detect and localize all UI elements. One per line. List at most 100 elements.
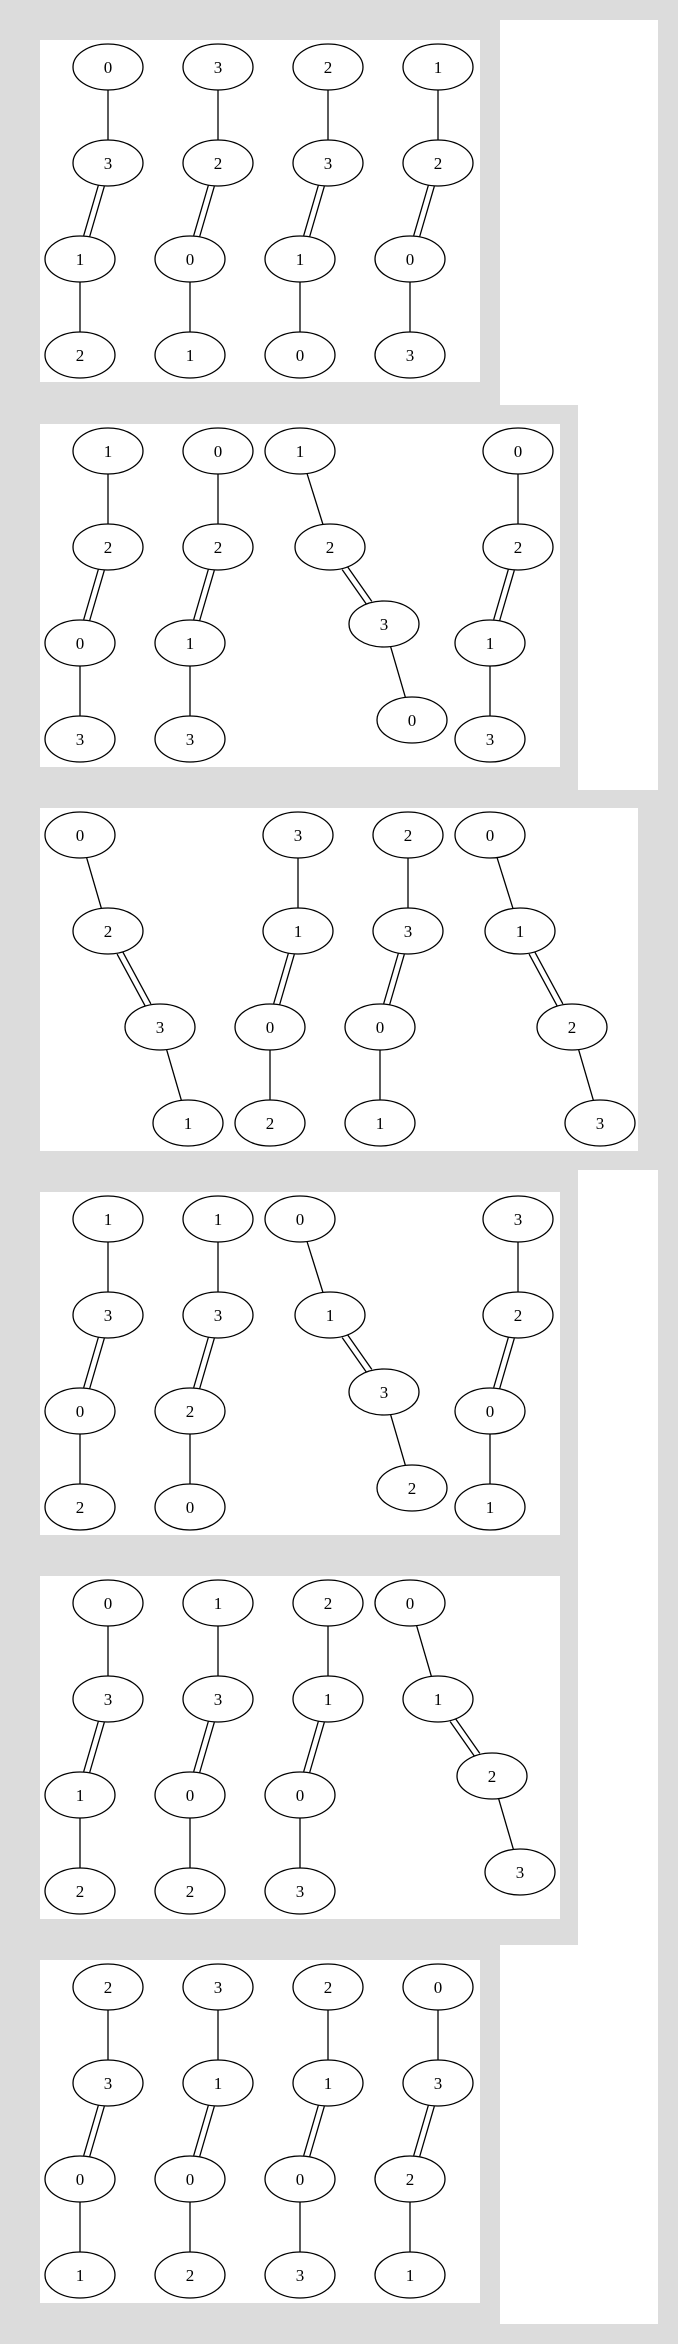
- node-label: 1: [324, 2074, 333, 2093]
- node-ellipse: [154, 619, 226, 667]
- node-ellipse: [72, 907, 144, 955]
- node-label: 1: [104, 442, 113, 461]
- node-ellipse: [152, 1099, 224, 1147]
- node-ellipse: [294, 1291, 366, 1339]
- double-edge-line: [198, 186, 215, 238]
- node-label: 3: [294, 826, 303, 845]
- double-edge-line: [193, 568, 210, 620]
- node-ellipse: [454, 1387, 526, 1435]
- node-ellipse: [374, 1579, 446, 1627]
- node-ellipse: [154, 2251, 226, 2299]
- node-label: 0: [296, 346, 305, 365]
- node-ellipse: [124, 1003, 196, 1051]
- node-label: 2: [324, 1978, 333, 1997]
- double-edge-line: [449, 1721, 476, 1758]
- node-label: 1: [296, 250, 305, 269]
- node-label: 3: [104, 1690, 113, 1709]
- node-label: 2: [514, 538, 523, 557]
- double-edge-line: [193, 1336, 210, 1388]
- double-edge-line: [88, 1722, 105, 1774]
- node-ellipse: [154, 2155, 226, 2203]
- graph: 2 1 0 3: [264, 1579, 364, 1915]
- node-label: 0: [76, 1402, 85, 1421]
- double-edge-line: [83, 184, 100, 236]
- node-label: 0: [486, 1402, 495, 1421]
- node-ellipse: [44, 1483, 116, 1531]
- node-ellipse: [454, 1483, 526, 1531]
- node-ellipse: [234, 1099, 306, 1147]
- panel-background: [40, 808, 638, 1151]
- node-label: 2: [406, 2170, 415, 2189]
- double-edge-line: [273, 952, 290, 1004]
- double-edge-line: [303, 1720, 320, 1772]
- node-label: 2: [324, 58, 333, 77]
- node-ellipse: [456, 1752, 528, 1800]
- node-label: 0: [104, 1594, 113, 1613]
- node-ellipse: [372, 907, 444, 955]
- node-label: 0: [376, 1018, 385, 1037]
- node-label: 1: [76, 250, 85, 269]
- double-edge-line: [116, 953, 147, 1008]
- node-ellipse: [292, 43, 364, 91]
- node-label: 3: [186, 730, 195, 749]
- double-edge-line: [383, 952, 400, 1004]
- node-ellipse: [348, 600, 420, 648]
- node-ellipse: [294, 523, 366, 571]
- node-ellipse: [402, 1675, 474, 1723]
- edge-line: [497, 1798, 515, 1850]
- edge-line: [389, 646, 407, 698]
- node-label: 1: [186, 346, 195, 365]
- node-label: 0: [296, 1786, 305, 1805]
- node-ellipse: [182, 1675, 254, 1723]
- node-ellipse: [154, 1387, 226, 1435]
- node-ellipse: [402, 43, 474, 91]
- double-edge-line: [498, 1338, 515, 1390]
- node-label: 3: [76, 730, 85, 749]
- outer-container: [500, 20, 658, 2324]
- node-ellipse: [536, 1003, 608, 1051]
- panel-background: [40, 1960, 480, 2303]
- node-ellipse: [72, 139, 144, 187]
- node-ellipse: [374, 2155, 446, 2203]
- node-label: 2: [408, 1479, 417, 1498]
- node-label: 2: [104, 1978, 113, 1997]
- node-ellipse: [182, 2059, 254, 2107]
- node-ellipse: [154, 1483, 226, 1531]
- double-edge-line: [88, 1338, 105, 1390]
- node-label: 3: [516, 1863, 525, 1882]
- double-edge-line: [413, 2104, 430, 2156]
- double-edge-line: [198, 2106, 215, 2158]
- node-label: 1: [326, 1306, 335, 1325]
- node-ellipse: [264, 2155, 336, 2203]
- node-ellipse: [372, 811, 444, 859]
- node-label: 2: [488, 1767, 497, 1786]
- node-ellipse: [344, 1099, 416, 1147]
- node-label: 1: [214, 1594, 223, 1613]
- node-label: 3: [296, 1882, 305, 1901]
- double-edge-line: [83, 1336, 100, 1388]
- double-edge-line: [454, 1717, 481, 1754]
- node-label: 0: [104, 58, 113, 77]
- node-ellipse: [44, 331, 116, 379]
- node-ellipse: [154, 235, 226, 283]
- node-label: 1: [486, 634, 495, 653]
- double-edge-line: [413, 184, 430, 236]
- node-label: 0: [76, 826, 85, 845]
- node-label: 1: [324, 1690, 333, 1709]
- node-label: 1: [76, 1786, 85, 1805]
- node-ellipse: [264, 1867, 336, 1915]
- node-label: 2: [324, 1594, 333, 1613]
- node-label: 1: [214, 2074, 223, 2093]
- node-ellipse: [264, 1771, 336, 1819]
- double-edge-line: [418, 2106, 435, 2158]
- node-label: 1: [406, 2266, 415, 2285]
